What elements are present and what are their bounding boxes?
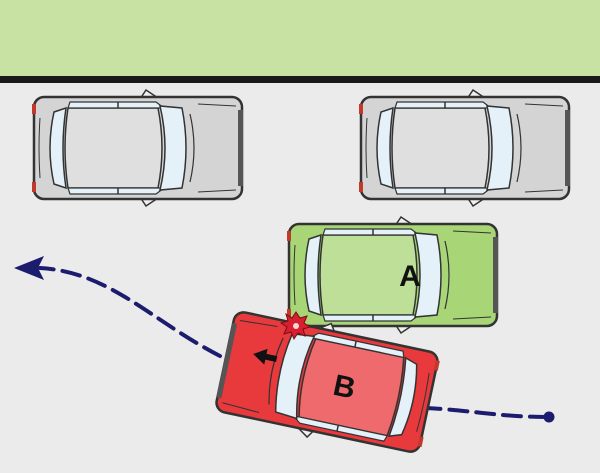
parked-car-right: [357, 88, 572, 208]
arrow-left-icon: [253, 348, 278, 365]
arrowhead-icon: [14, 256, 44, 280]
curb-line: [0, 76, 600, 83]
grass-strip: [0, 0, 600, 76]
parked-car-left: [30, 88, 245, 208]
car-b-path: [38, 266, 550, 419]
dot-icon: [543, 411, 555, 423]
car-a-label: A: [399, 260, 421, 293]
car-a: A: [285, 215, 500, 335]
